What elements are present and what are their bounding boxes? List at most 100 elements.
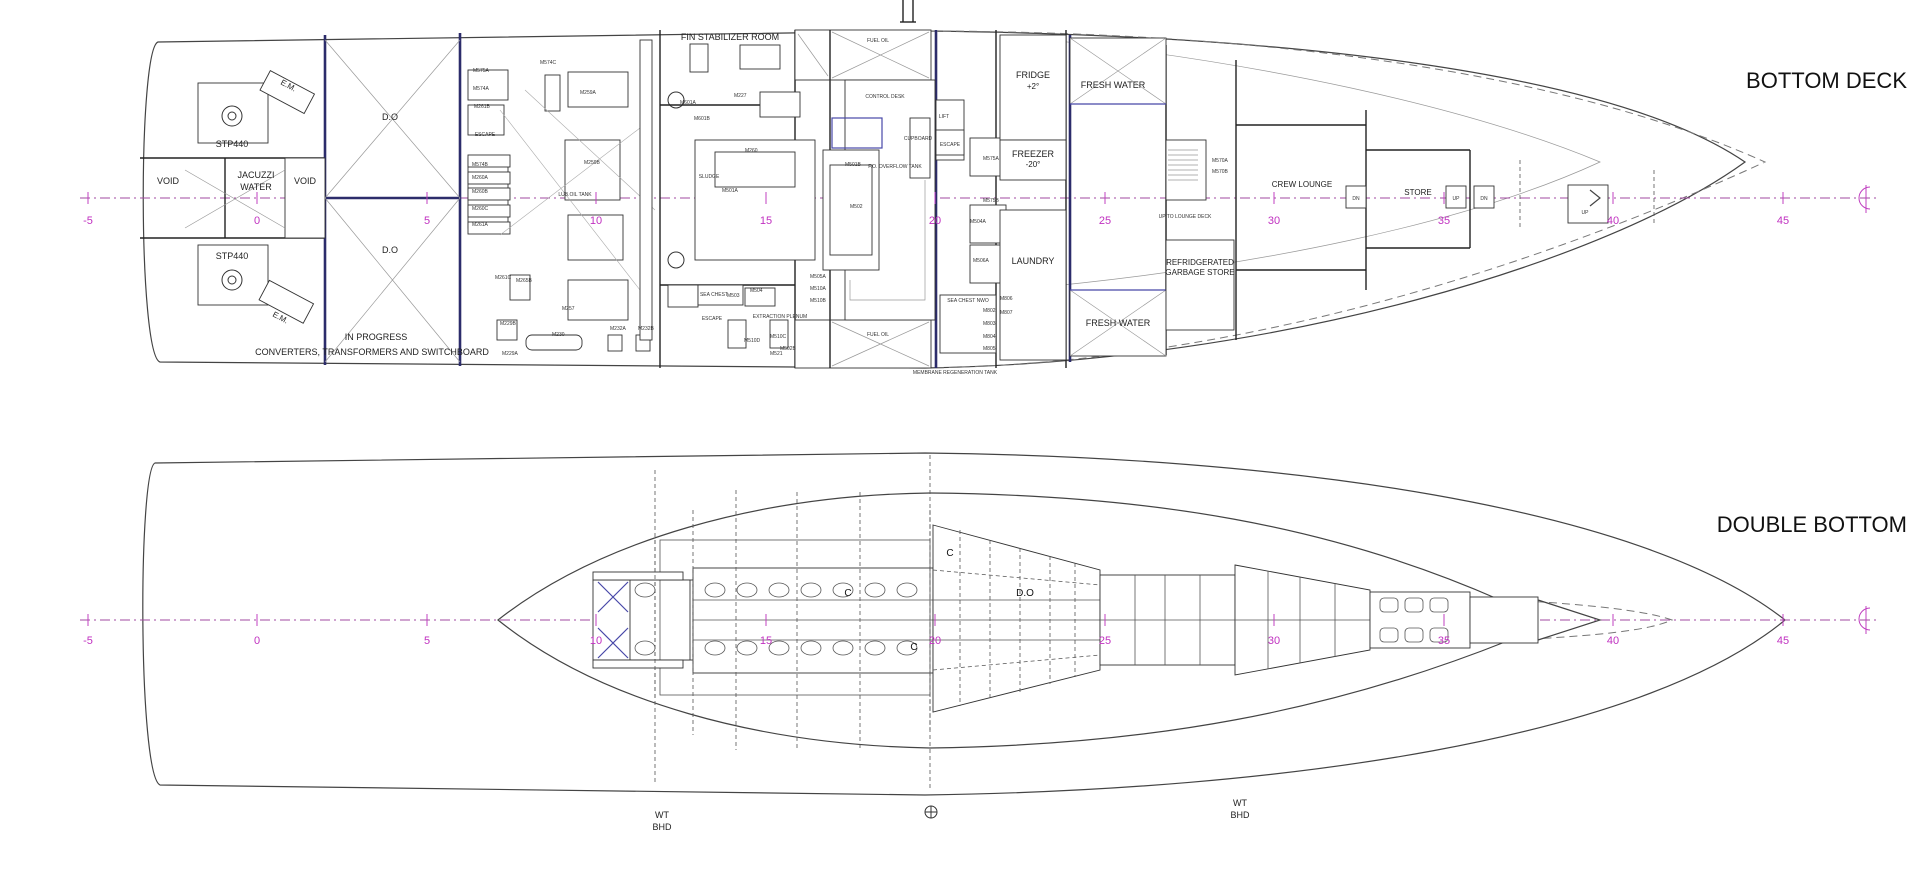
equipment-tag: M229B (500, 321, 517, 327)
label-db-do: D.O (1016, 588, 1034, 599)
frame-label: 45 (1777, 215, 1789, 227)
equipment-tag: M510C (770, 334, 787, 340)
equipment-tag: M575A (983, 156, 1000, 162)
title-double-bottom: DOUBLE BOTTOM (1717, 512, 1907, 537)
equipment-m574a (567, 71, 629, 108)
label-fo-overflow-tank: F.O. OVERFLOW TANK (868, 164, 922, 170)
lightening-holes-row-bottom (704, 640, 918, 656)
em-unit-bottom (258, 279, 315, 324)
equipment-tag: M802 (983, 308, 996, 314)
label-jacuzzi-water: JACUZZI (238, 170, 275, 180)
bottom-deck-plan (80, 0, 1880, 369)
equipment-tag: M259A (580, 90, 597, 96)
frame-label: 5 (424, 635, 430, 647)
equipment-tag: M260A (472, 175, 489, 181)
label-dn: DN (1480, 196, 1488, 202)
bottom-deck-inner-hull-dashed (929, 30, 1767, 369)
equipment-tag: M504 (750, 288, 763, 294)
label-escape-mid: ESCAPE (702, 316, 723, 322)
equipment-tag: M260B (472, 189, 489, 195)
equipment-tag: M260 (745, 148, 758, 154)
label-membrane-tank: MEMBRANE REGENERATION TANK (913, 370, 998, 376)
label-fin-stabilizer-room: FIN STABILIZER ROOM (681, 32, 779, 42)
label-refrigerated-garbage: REFRIDGERATED (1166, 258, 1234, 267)
label-wt-bhd-left: BHD (652, 822, 672, 832)
equipment-tag: M805 (983, 346, 996, 352)
frame-label: 40 (1607, 635, 1619, 647)
label-up-to-lounge: UP TO LOUNGE DECK (1159, 214, 1212, 220)
frame-label: 0 (254, 635, 260, 647)
equipment-tag: M803 (983, 321, 996, 327)
label-lift: LIFT (939, 114, 949, 120)
label-store: STORE (1404, 188, 1431, 197)
equipment-tag: M601A (680, 100, 697, 106)
label-up: UP (1453, 196, 1461, 202)
frame-label: 5 (424, 215, 430, 227)
em-unit-top (259, 69, 316, 115)
frame-label: 25 (1099, 215, 1111, 227)
frame-label: 40 (1607, 215, 1619, 227)
frame-label: 10 (590, 635, 602, 647)
label-control-desk: CONTROL DESK (865, 94, 905, 100)
equipment-tag: M261A (472, 222, 489, 228)
frame-label: 30 (1268, 215, 1280, 227)
label-fuel-oil-top: FUEL OIL (867, 38, 889, 44)
label-escape-left: ESCAPE (475, 132, 496, 138)
stp-unit-top (197, 82, 269, 144)
equipment-tag: M506A (973, 258, 990, 264)
equipment-tag: M261B (474, 104, 491, 110)
equipment-tag: M510A (810, 286, 827, 292)
label-fridge: FRIDGE (1016, 70, 1050, 80)
equipment-tag: M510D (744, 338, 761, 344)
equipment-tag: M265B (516, 278, 533, 284)
frame-label: -5 (83, 215, 93, 227)
frame-label: 20 (929, 635, 941, 647)
label-stp-top: STP440 (216, 139, 249, 149)
equipment-tag: M227 (734, 93, 747, 99)
label-void-left: VOID (157, 176, 180, 186)
equipment-tag: M502B (780, 346, 797, 352)
label-db-c: C (946, 548, 953, 559)
frame-ticks (87, 192, 1784, 626)
label-dn: DN (1352, 196, 1360, 202)
label-sludge: SLUDGE (699, 174, 720, 180)
equipment-tag: M229A (502, 351, 519, 357)
title-bottom-deck: BOTTOM DECK (1746, 68, 1907, 93)
equipment-tag: M230 (552, 332, 565, 338)
label-do-bottom: D.O (382, 245, 398, 255)
equipment-tag: M806 (1000, 296, 1013, 302)
equipment-tag: M510B (810, 298, 827, 304)
equipment-tag: M501A (722, 188, 739, 194)
bottom-deck-hull-outline (142, 30, 1747, 369)
frame-label: 35 (1438, 215, 1450, 227)
label-escape-right: ESCAPE (940, 142, 961, 148)
frame-label: -5 (83, 635, 93, 647)
equipment-tag: M601B (694, 116, 711, 122)
label-fresh-water-top: FRESH WATER (1081, 80, 1146, 90)
equipment-tag: M232B (638, 326, 655, 332)
frame-label: 10 (590, 215, 602, 227)
frame-label: 25 (1099, 635, 1111, 647)
equipment-tag: M261C (495, 275, 512, 281)
double-bottom-hull-outline (142, 452, 1786, 796)
equipment-tag: M570A (1212, 158, 1229, 164)
freezer-room (999, 139, 1067, 181)
equipment-tag: M804 (983, 334, 996, 340)
equipment-tag: M574A (473, 86, 490, 92)
equipment-tag: M260C (472, 206, 489, 212)
label-converters: CONVERTERS, TRANSFORMERS AND SWITCHBOARD (255, 347, 489, 357)
label-cupboard: CUPBOARD (904, 136, 933, 142)
frame-numbers-bottom-deck: -5 0 5 10 15 20 25 30 35 40 45 (83, 215, 1789, 227)
equipment-tag: M501B (845, 162, 862, 168)
equipment-tag: M807 (1000, 310, 1013, 316)
label-stp-bottom: STP440 (216, 251, 249, 261)
label-sea-chest: SEA CHEST (700, 292, 728, 298)
label-wt-bhd-right: WT (1233, 798, 1247, 808)
label-db-c: C (910, 642, 917, 653)
label-wt-bhd-right: BHD (1230, 810, 1250, 820)
frame-label: 35 (1438, 635, 1450, 647)
frame-label: 45 (1777, 635, 1789, 647)
label-sea-chest-nwo: SEA CHEST NWO (947, 298, 989, 304)
